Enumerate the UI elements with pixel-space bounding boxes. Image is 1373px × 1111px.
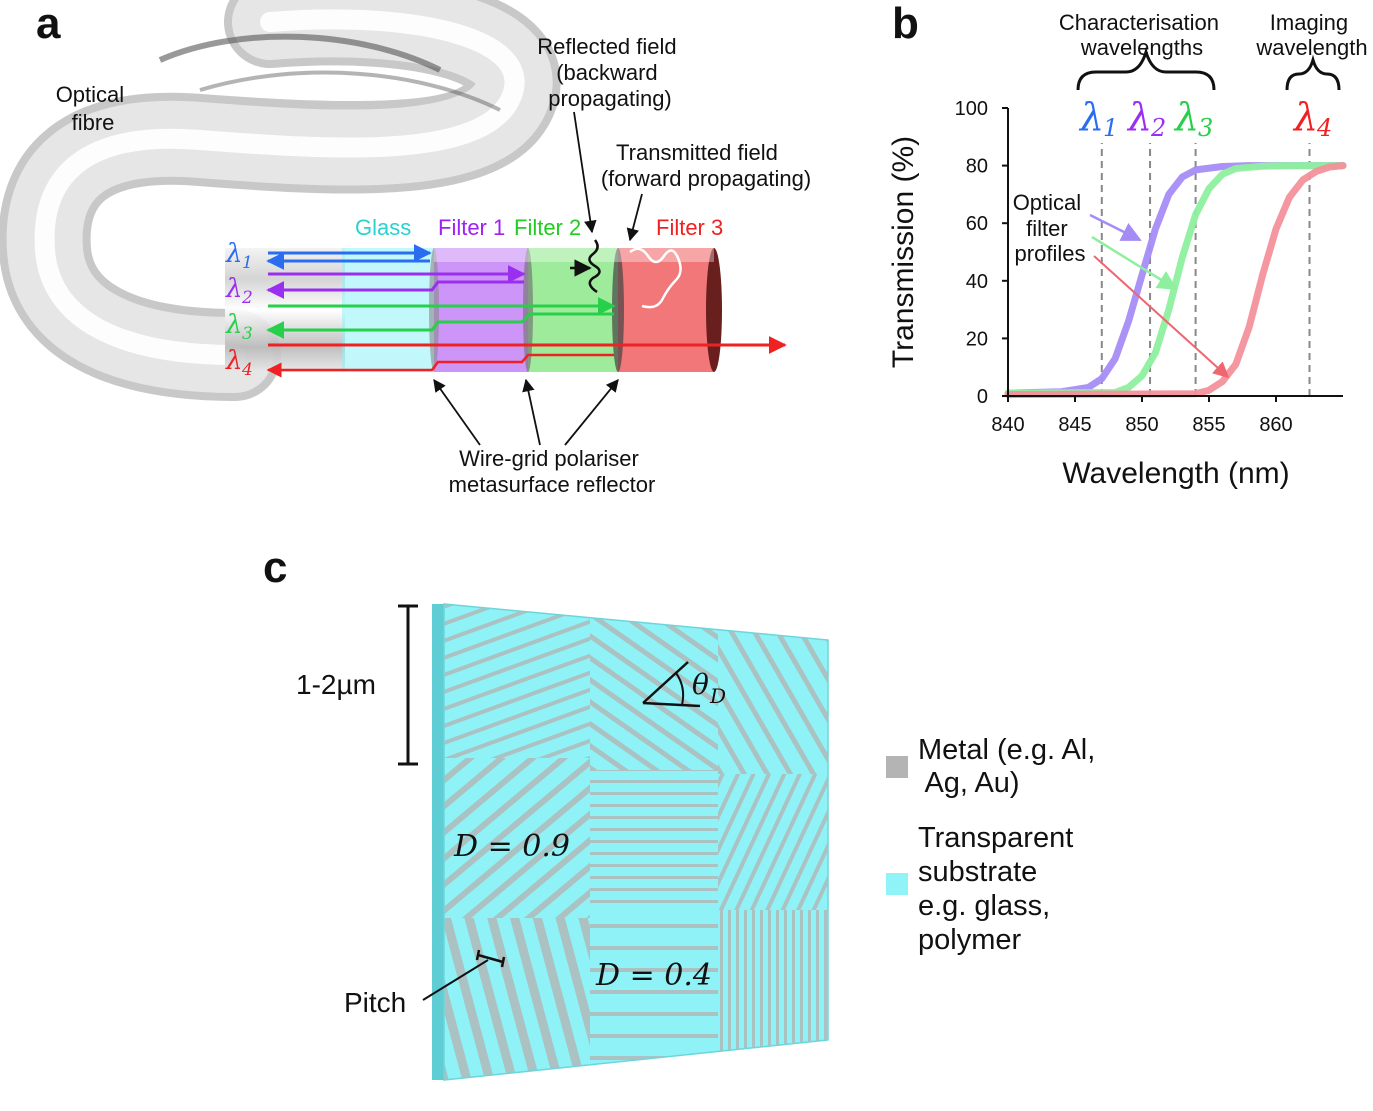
lambda-2-sub: 2 <box>241 288 253 308</box>
filter-3-segment <box>618 248 714 372</box>
filter-profile-curve <box>1004 162 1347 397</box>
imaging-brace <box>1285 54 1341 91</box>
chart-lambda-labels: λ 1 λ 2 λ 3 λ 4 <box>1078 95 1332 142</box>
filter-1-label: Filter 1 <box>438 215 505 240</box>
chart-lambda-3-sub: 3 <box>1198 114 1213 142</box>
chart-lambda-2: λ <box>1126 95 1152 139</box>
panel-c-letter: c <box>263 543 287 592</box>
y-tick-label: 60 <box>966 213 988 235</box>
panel-b: b Characterisation wavelengths Imaging w… <box>887 0 1368 490</box>
tile-mid-right <box>718 774 828 910</box>
polariser-disc-2 <box>523 248 533 372</box>
duty-cycle-09-label: D = 0.9 <box>453 829 570 864</box>
profile-pointer-2 <box>1091 235 1178 291</box>
characterisation-brace <box>1076 46 1216 91</box>
chart-lambda-3: λ <box>1173 95 1199 139</box>
lambda-1-label: λ <box>225 239 242 269</box>
polariser-label: Wire-grid polariser metasurface reflecto… <box>449 446 656 497</box>
pitch-label: Pitch <box>344 987 406 1018</box>
panel-a-letter: a <box>36 0 61 48</box>
scale-bar <box>398 604 418 766</box>
tile-mid-left <box>444 758 590 918</box>
filter-2-segment <box>528 248 618 372</box>
tile-bottom-center <box>590 910 718 1080</box>
lambda-1-sub: 1 <box>242 253 253 273</box>
imaging-group-label: Imaging wavelength <box>1255 10 1367 60</box>
beam-paths <box>266 244 787 378</box>
scale-bar-label: 1-2µm <box>296 669 376 700</box>
optical-fibre-label: Optical fibre <box>56 82 131 135</box>
y-tick-label: 0 <box>977 386 988 408</box>
chart-lambda-4: λ <box>1292 95 1318 139</box>
y-tick-label: 40 <box>966 271 988 293</box>
profile-pointer-3 <box>1093 255 1230 379</box>
panel-a: a Glass Filter 1 Filter 2 Filter 3 <box>0 0 811 497</box>
x-tick-label: 860 <box>1259 414 1292 436</box>
theta-sub: D <box>709 684 726 708</box>
polariser-disc-3 <box>612 248 624 372</box>
legend-metal-swatch <box>886 756 908 778</box>
lambda-4-sub: 4 <box>241 360 253 380</box>
characterisation-group-label: Characterisation wavelengths <box>1059 10 1225 60</box>
tile-bottom-left <box>444 918 590 1080</box>
filter-profiles-label: Optical filter profiles <box>1013 190 1088 266</box>
y-axis-label: Transmission (%) <box>887 136 920 368</box>
chart-lambda-4-sub: 4 <box>1316 114 1332 142</box>
filter-profile-curve <box>1004 162 1347 399</box>
duty-cycle-04-label: D = 0.4 <box>595 958 712 993</box>
transmitted-wave <box>629 247 682 309</box>
pitch-marker <box>422 949 506 1001</box>
x-tick-label: 845 <box>1058 414 1091 436</box>
lambda-3-sub: 3 <box>242 324 253 344</box>
x-axis-label: Wavelength (nm) <box>1062 457 1289 490</box>
glass-segment <box>342 248 434 372</box>
fibre-lambda-labels: λ 1 λ 2 λ 3 λ 4 <box>225 239 253 380</box>
filter-1-segment <box>434 248 528 372</box>
y-tick-label: 20 <box>966 328 988 350</box>
x-tick-label: 850 <box>1125 414 1158 436</box>
transmission-chart: 840 845 850 855 860 0 20 40 60 80 100 <box>955 98 1347 436</box>
optical-fibre-coil <box>0 0 561 401</box>
tile-mid-center <box>590 770 718 910</box>
tile-top-left <box>444 604 590 758</box>
chart-lambda-1-sub: 1 <box>1103 114 1118 142</box>
lambda-4-label: λ <box>225 346 242 376</box>
metasurface-block <box>432 603 829 1081</box>
chart-lambda-2-sub: 2 <box>1150 114 1166 142</box>
x-tick-label: 855 <box>1192 414 1225 436</box>
reflected-wave <box>588 239 601 294</box>
material-legend: Metal (e.g. Al, Ag, Au) Transparent subs… <box>886 734 1103 956</box>
lambda-2-label: λ <box>225 274 242 304</box>
legend-metal-label: Metal (e.g. Al, Ag, Au) <box>918 734 1103 799</box>
y-tick-label: 80 <box>966 156 988 178</box>
polariser-disc-1 <box>429 248 439 372</box>
reflected-field-label: Reflected field (backward propagating) <box>537 34 683 111</box>
panel-b-letter: b <box>892 0 919 48</box>
fibre-segments <box>342 248 722 372</box>
glass-label: Glass <box>355 215 411 240</box>
panel-c: c 1-2µm <box>263 543 1103 1081</box>
filter-2-label: Filter 2 <box>514 215 581 240</box>
transmitted-field-label: Transmitted field (forward propagating) <box>601 140 811 191</box>
chart-lambda-1: λ <box>1078 95 1104 139</box>
filter-3-label: Filter 3 <box>656 215 723 240</box>
tile-top-mid <box>590 604 718 770</box>
legend-substrate-swatch <box>886 873 908 895</box>
x-tick-label: 840 <box>991 414 1024 436</box>
theta-angle <box>642 661 701 708</box>
profile-pointer-1 <box>1089 213 1142 242</box>
lambda-3-label: λ <box>225 310 242 340</box>
y-tick-label: 100 <box>955 98 988 120</box>
legend-substrate-label: Transparent substrate e.g. glass, polyme… <box>918 822 1081 956</box>
theta-label: θ <box>692 668 709 701</box>
